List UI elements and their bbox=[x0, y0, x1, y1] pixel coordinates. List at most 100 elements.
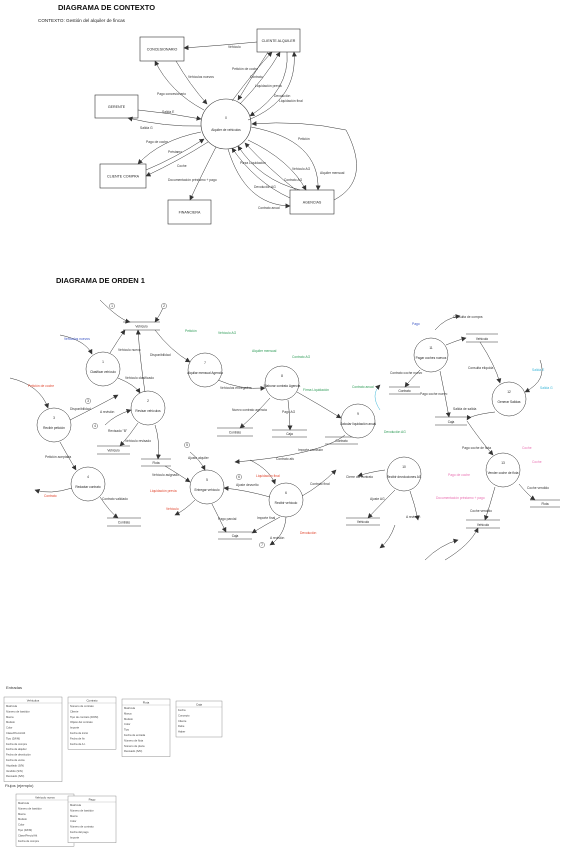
svg-text:7: 7 bbox=[204, 361, 206, 365]
svg-text:Recibir petición: Recibir petición bbox=[43, 426, 65, 430]
table-row: Fecha del pago bbox=[70, 830, 89, 834]
process-12: 12 Generar Salidas bbox=[491, 381, 527, 417]
svg-text:Liquidación final: Liquidación final bbox=[256, 474, 280, 478]
process-4: 4 Redactar contrato bbox=[70, 466, 106, 502]
table-row: Tipo de contrato (D/I/M) bbox=[70, 715, 98, 719]
svg-text:Devolución AG: Devolución AG bbox=[384, 430, 406, 434]
svg-text:Coche vendido: Coche vendido bbox=[527, 486, 549, 490]
svg-text:2: 2 bbox=[147, 399, 149, 403]
svg-text:11: 11 bbox=[429, 346, 433, 350]
svg-text:Coche vendido: Coche vendido bbox=[470, 509, 492, 513]
data-stores bbox=[97, 321, 560, 540]
table-row: Matrícula bbox=[70, 803, 82, 807]
context-flows bbox=[127, 41, 357, 209]
svg-text:Documentación préstamo + pago: Documentación préstamo + pago bbox=[168, 178, 217, 182]
svg-text:Contrato AG: Contrato AG bbox=[292, 355, 311, 359]
badge-3: 3 bbox=[85, 398, 91, 404]
svg-text:6: 6 bbox=[238, 475, 240, 479]
table-row: Número de contrato bbox=[70, 825, 94, 829]
svg-text:Clasificar vehículo: Clasificar vehículo bbox=[90, 370, 116, 374]
table-row: Fecha de A.I. bbox=[70, 742, 86, 746]
table-row: Marca bbox=[18, 812, 26, 816]
svg-text:Pago de coche: Pago de coche bbox=[146, 140, 168, 144]
svg-text:Vehículo clasificado: Vehículo clasificado bbox=[125, 376, 154, 380]
svg-text:Ajuste alquiler: Ajuste alquiler bbox=[188, 456, 210, 460]
table-row: Objeto del contrato bbox=[70, 720, 93, 724]
table-row: Número de flota bbox=[124, 738, 144, 742]
svg-text:6: 6 bbox=[285, 491, 287, 495]
svg-text:Contrato final: Contrato final bbox=[310, 482, 330, 486]
table-row: Clase/Precio/Alt bbox=[6, 731, 25, 735]
table-row: Matrícula bbox=[6, 704, 18, 708]
svg-text:Calcular liquidación anual: Calcular liquidación anual bbox=[340, 422, 377, 426]
svg-text:Vehículo revisado: Vehículo revisado bbox=[125, 439, 151, 443]
svg-text:Contrato afu: Contrato afu bbox=[276, 457, 294, 461]
svg-text:Vender coche de flota: Vender coche de flota bbox=[488, 471, 519, 475]
svg-text:CLIENTE ALQUILER: CLIENTE ALQUILER bbox=[262, 39, 296, 43]
table-title: Vehículos bbox=[27, 698, 40, 702]
svg-text:9: 9 bbox=[357, 412, 359, 416]
table-row: Fecha de venta bbox=[6, 758, 25, 762]
table-row: Alquilado (S/N) bbox=[6, 763, 24, 767]
svg-text:Nuevo contrato agencia: Nuevo contrato agencia bbox=[232, 408, 267, 412]
table-row: Número de bastidor bbox=[70, 808, 94, 812]
table-row: Marca bbox=[6, 715, 14, 719]
svg-text:Pagar coches nuevos: Pagar coches nuevos bbox=[416, 356, 447, 360]
entity-cliente-alquiler: CLIENTE ALQUILER bbox=[256, 28, 301, 53]
svg-text:Importe final: Importe final bbox=[257, 516, 275, 520]
svg-text:Pago parcial: Pago parcial bbox=[218, 517, 237, 521]
process-2: 2 Revisar vehículos bbox=[130, 390, 166, 426]
svg-text:Contrato: Contrato bbox=[335, 439, 347, 443]
table-row: Concepto bbox=[178, 713, 190, 717]
svg-text:Liquidación final: Liquidación final bbox=[279, 99, 303, 103]
svg-text:Petición aceptada: Petición aceptada bbox=[45, 455, 71, 459]
process-10: 10 Recibir devoluciones AG bbox=[387, 456, 422, 492]
table-row: Matrícula bbox=[124, 706, 136, 710]
table-title: Contrato bbox=[86, 698, 97, 702]
svg-text:Coche: Coche bbox=[532, 460, 542, 464]
context-flow-labels: Vehículo Petición de coche Contrato Liqu… bbox=[140, 45, 345, 210]
svg-text:Vehículo AG: Vehículo AG bbox=[218, 331, 237, 335]
table-row: Color bbox=[6, 726, 13, 730]
svg-text:2: 2 bbox=[163, 304, 165, 308]
svg-text:AGENCIAS: AGENCIAS bbox=[303, 201, 322, 205]
svg-text:Liquidación previa: Liquidación previa bbox=[255, 84, 282, 88]
table-row: Color bbox=[70, 819, 77, 823]
svg-text:3: 3 bbox=[87, 399, 89, 403]
process-6: 6 Recibir vehículo bbox=[268, 482, 304, 518]
table-title: Flota bbox=[143, 700, 150, 704]
svg-text:Préstamo: Préstamo bbox=[168, 150, 182, 154]
svg-text:Contrato validado: Contrato validado bbox=[102, 497, 128, 501]
badge-7: 7 bbox=[259, 542, 265, 548]
svg-text:Elaborar contrato Agencia: Elaborar contrato Agencia bbox=[264, 384, 301, 388]
svg-text:Petición: Petición bbox=[185, 329, 197, 333]
svg-text:Vehículo: Vehículo bbox=[166, 507, 179, 511]
badge-4: 4 bbox=[92, 423, 98, 429]
badge-5: 5 bbox=[184, 442, 190, 448]
svg-text:Vehículo nuevo: Vehículo nuevo bbox=[118, 348, 141, 352]
svg-text:Pieza Liquidación: Pieza Liquidación bbox=[240, 161, 266, 165]
svg-text:Devolución: Devolución bbox=[300, 531, 316, 535]
process-7: 7 Alquilar mensual Agencia bbox=[187, 352, 223, 388]
svg-text:Pago AG: Pago AG bbox=[282, 410, 296, 414]
svg-text:Documentación préstamo + pago: Documentación préstamo + pago bbox=[436, 496, 485, 500]
context-subtitle: CONTEXTO: Gestión del alquiler de fincas bbox=[38, 18, 126, 23]
table-row: Fecha bbox=[178, 708, 186, 712]
entradas-label: Entradas bbox=[6, 685, 22, 690]
entity-concesionario: CONCESIONARIO bbox=[139, 36, 185, 62]
entity-cliente-compra: CLIENTE COMPRA bbox=[99, 163, 147, 189]
table-row: Fecha de compra bbox=[6, 742, 27, 746]
table-row: Fecha de inicio bbox=[70, 731, 89, 735]
table-row: Marca bbox=[124, 711, 132, 715]
svg-text:Pago de coche: Pago de coche bbox=[448, 473, 470, 477]
svg-text:Salida E: Salida E bbox=[532, 368, 545, 372]
svg-text:Contrato: Contrato bbox=[229, 431, 241, 435]
svg-text:Flota: Flota bbox=[152, 461, 159, 465]
svg-text:Vehículo: Vehículo bbox=[357, 520, 369, 524]
svg-text:7: 7 bbox=[261, 543, 263, 547]
svg-text:Caja: Caja bbox=[448, 420, 455, 424]
table-row: Cliente bbox=[178, 719, 187, 723]
